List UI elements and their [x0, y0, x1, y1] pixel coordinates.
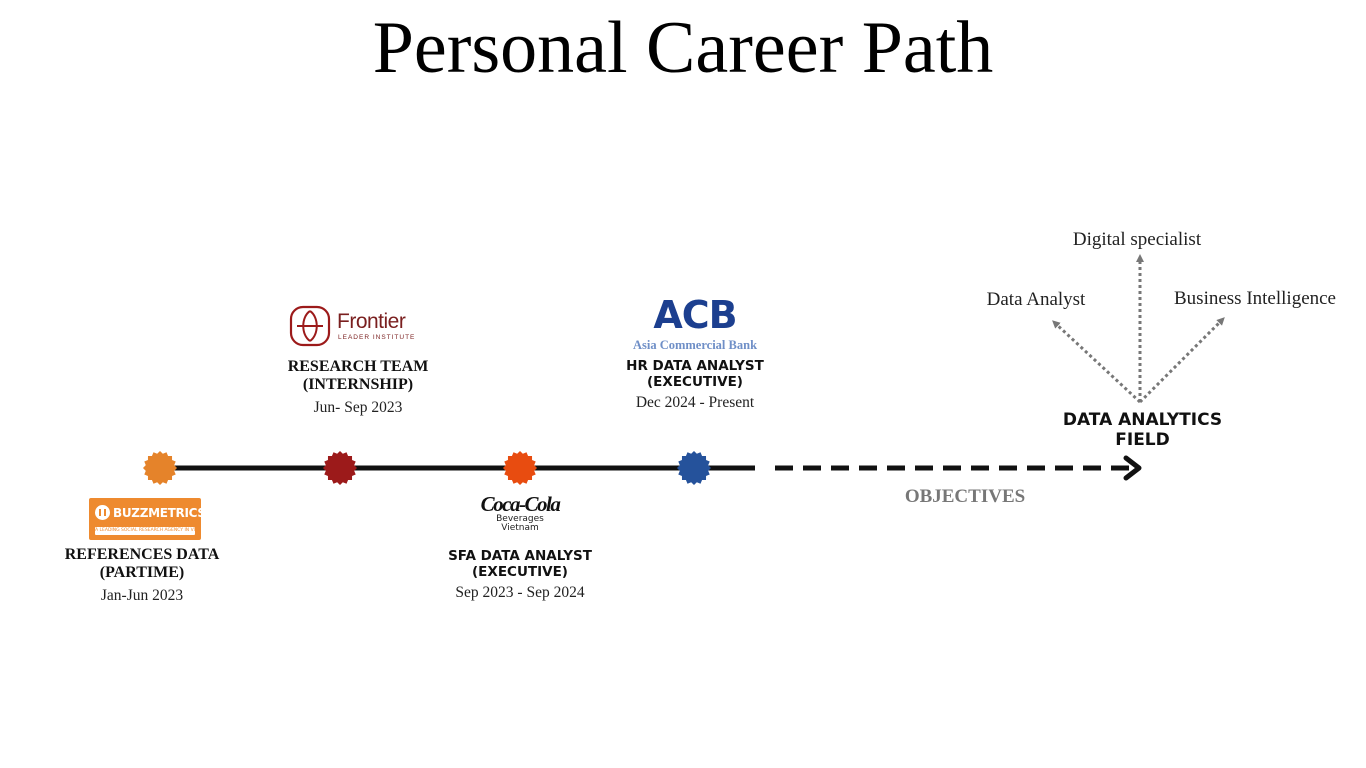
frontier-logo: Frontier LEADER INSTITUTE: [289, 305, 419, 347]
buzzmetrics-tagline: A LEADING SOCIAL RESEARCH AGENCY IN VIET…: [95, 527, 195, 535]
milestone-dot-3: [503, 451, 537, 485]
objectives-arrowhead: [1123, 455, 1142, 481]
objectives-label: OBJECTIVES: [904, 486, 1026, 507]
buzzmetrics-logo-text: BUZZMETRICS: [113, 505, 206, 520]
milestone-3-role-line2: (EXECUTIVE): [472, 563, 568, 580]
arrow-to-data-analyst: [1052, 320, 1142, 404]
acb-logo-tagline: Asia Commercial Bank: [632, 338, 758, 352]
milestone-dot-4: [677, 451, 711, 485]
coca-cola-tagline-2: Vietnam: [501, 523, 539, 534]
branch-data-analyst: Data Analyst: [986, 289, 1086, 310]
arrow-to-business-intelligence: [1138, 317, 1225, 404]
milestone-3-period: Sep 2023 - Sep 2024: [455, 584, 585, 602]
milestone-2-role-line1: RESEARCH TEAM: [287, 358, 429, 375]
page-title: Personal Career Path: [372, 7, 994, 89]
milestone-dot-1: [143, 451, 177, 485]
frontier-logo-text: Frontier: [337, 310, 406, 333]
coca-cola-tagline-1: Beverages: [496, 514, 544, 524]
milestone-4-period: Dec 2024 - Present: [635, 394, 755, 412]
branch-business-intelligence: Business Intelligence: [1174, 288, 1336, 309]
milestone-4-label: HR DATA ANALYST (EXECUTIVE) Dec 2024 - P…: [595, 358, 795, 412]
goal-line1: DATA ANALYTICS: [1062, 410, 1223, 430]
milestone-1-role-line1: REFERENCES DATA: [64, 546, 220, 563]
coca-cola-logo-text: Coca-Cola: [480, 492, 561, 516]
milestone-2-label: RESEARCH TEAM (INTERNSHIP) Jun- Sep 2023: [268, 358, 448, 417]
buzzmetrics-logo: BUZZMETRICS A LEADING SOCIAL RESEARCH AG…: [89, 498, 206, 540]
milestone-3-role-line1: SFA DATA ANALYST: [448, 548, 592, 564]
milestone-1-role-line2: (PARTIME): [99, 564, 185, 582]
milestone-dot-2: [323, 451, 357, 485]
coca-cola-logo: Coca-Cola Beverages Vietnam: [470, 494, 570, 542]
milestone-1-label: REFERENCES DATA (PARTIME) Jan-Jun 2023: [52, 546, 232, 605]
milestone-2-period: Jun- Sep 2023: [313, 398, 403, 416]
milestone-2-role-line2: (INTERNSHIP): [302, 376, 414, 394]
bar-chart-icon: [95, 505, 110, 520]
milestone-1-period: Jan-Jun 2023: [100, 586, 184, 604]
branch-digital-specialist: Digital specialist: [1072, 229, 1202, 250]
milestone-4-role-line1: HR DATA ANALYST: [626, 358, 764, 374]
frontier-logo-tagline: LEADER INSTITUTE: [338, 334, 416, 341]
acb-logo: ACB Asia Commercial Bank: [625, 296, 765, 354]
milestone-3-label: SFA DATA ANALYST (EXECUTIVE) Sep 2023 - …: [420, 548, 620, 602]
frontier-mark-icon: [289, 305, 331, 347]
acb-logo-text: ACB: [653, 293, 737, 337]
goal-label: DATA ANALYTICS FIELD: [1040, 410, 1245, 450]
goal-line2: FIELD: [1115, 429, 1170, 450]
milestone-4-role-line2: (EXECUTIVE): [647, 373, 743, 390]
